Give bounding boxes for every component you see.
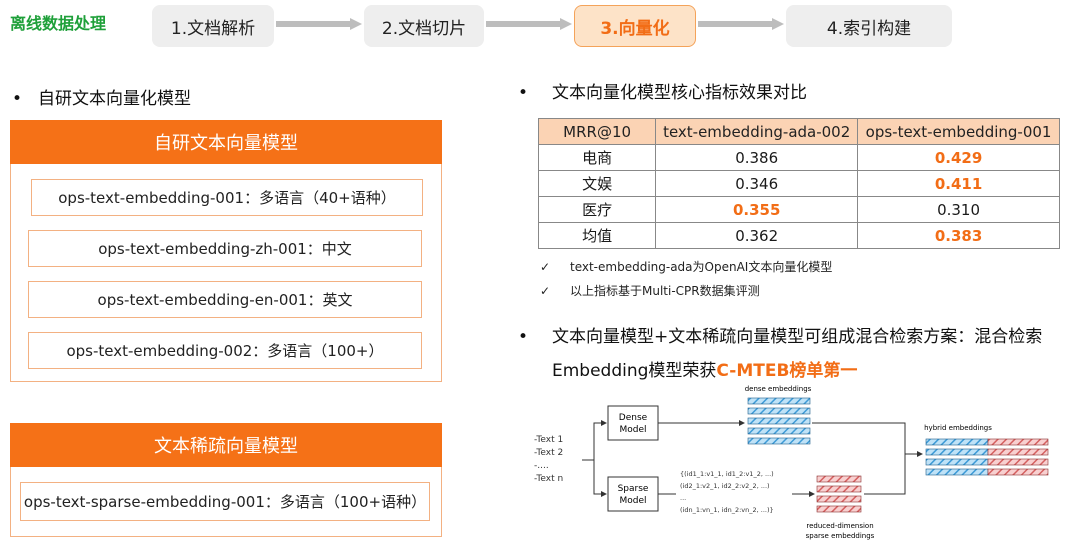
right-bullet-metrics: • 文本向量化模型核心指标效果对比 (518, 78, 807, 103)
sparse-model-box (607, 476, 659, 512)
col-header: ops-text-embedding-001 (857, 118, 1060, 145)
check-icon: ✓ (540, 260, 551, 274)
note-item: ✓text-embedding-ada为OpenAI文本向量化模型 (540, 260, 833, 274)
left-bullet-text: 自研文本向量化模型 (38, 89, 191, 109)
hybrid-embeddings-label: hybrid embeddings (924, 424, 992, 432)
step-doc-slice[interactable]: 2.文档切片 (364, 5, 484, 47)
hybrid-embedding-diagram: -Text 1 -Text 2 -.... -Text n Dense Mode… (534, 385, 1049, 540)
step-label: 4.索引构建 (826, 18, 912, 39)
sparse-tuple-text: {(id1_1:v1_1, id1_2:v1_2, ...) (680, 470, 774, 478)
left-bullet: • 自研文本向量化模型 (12, 84, 191, 109)
col-header: text-embedding-ada-002 (655, 118, 859, 145)
note-item: ✓以上指标基于Multi-CPR数据集评测 (540, 284, 760, 298)
step-vectorize[interactable]: 3.向量化 (574, 5, 696, 47)
cmteb-highlight: C-MTEB榜单第一 (716, 361, 858, 381)
col-header: MRR@10 (537, 118, 657, 145)
ada-value: 0.346 (655, 170, 859, 197)
model-item: ops-text-embedding-en-001：英文 (28, 281, 422, 318)
step-label: 1.文档解析 (170, 18, 256, 39)
row-name: 医疗 (537, 196, 657, 223)
step-label: 3.向量化 (600, 18, 670, 39)
ops-value: 0.429 (857, 144, 1060, 171)
dense-model-box (607, 405, 659, 441)
model-item: ops-text-embedding-001：多语言（40+语种） (31, 179, 423, 216)
sparse-embeddings-label: sparse embeddings (806, 532, 875, 540)
bullet-dot-icon: • (518, 327, 529, 347)
sparse-tuple-text: (id2_1:v2_1, id2_2:v2_2, ...) (680, 482, 770, 490)
model-item: ops-text-sparse-embedding-001：多语言（100+语种… (20, 482, 430, 521)
input-text: -.... (534, 461, 549, 471)
table-row: 均值 0.362 0.383 (537, 222, 1060, 249)
ada-value: 0.386 (655, 144, 859, 171)
metrics-table: MRR@10 text-embedding-ada-002 ops-text-e… (537, 118, 1060, 249)
dense-model-label: Model (619, 425, 646, 435)
dense-model-label: Dense (619, 413, 648, 423)
hybrid-text-line1: 文本向量模型+文本稀疏向量模型可组成混合检索方案：混合检索 (552, 327, 1043, 347)
row-name: 均值 (537, 222, 657, 249)
arrow-right-icon (276, 18, 362, 30)
metrics-heading: 文本向量化模型核心指标效果对比 (552, 83, 807, 103)
arrow-right-icon (698, 18, 784, 30)
sparse-tuple-text: (idn_1:vn_1, idn_2:vn_2, ...)} (680, 506, 774, 514)
hybrid-vectors (925, 438, 1049, 476)
bullet-dot-icon: • (518, 83, 529, 103)
table-row: 文娱 0.346 0.411 (537, 170, 1060, 197)
ada-value: 0.362 (655, 222, 859, 249)
input-text: -Text n (534, 474, 563, 484)
hybrid-text-line2: Embedding模型荣获C-MTEB榜单第一 (552, 361, 858, 381)
sparse-embeddings-label: reduced-dimension (806, 522, 873, 530)
ada-value: 0.355 (655, 196, 859, 223)
dense-embeddings-label: dense embeddings (745, 385, 812, 393)
sparse-tuple-text: ... (680, 494, 686, 502)
dense-vectors (747, 397, 811, 445)
table-header-row: MRR@10 text-embedding-ada-002 ops-text-e… (537, 118, 1060, 145)
ops-value: 0.310 (857, 196, 1060, 223)
step-doc-parse[interactable]: 1.文档解析 (152, 5, 274, 47)
table-row: 电商 0.386 0.429 (537, 144, 1060, 171)
step-index-build[interactable]: 4.索引构建 (786, 5, 952, 47)
row-name: 文娱 (537, 170, 657, 197)
input-text: -Text 2 (534, 448, 563, 458)
model-item: ops-text-embedding-002：多语言（100+） (28, 332, 422, 369)
check-icon: ✓ (540, 284, 551, 298)
sparse-panel-title: 文本稀疏向量模型 (10, 423, 442, 467)
ops-value: 0.411 (857, 170, 1060, 197)
sparse-model-label: Model (619, 496, 646, 506)
input-text: -Text 1 (534, 435, 563, 445)
bullet-dot-icon: • (12, 89, 23, 109)
brand-title: 离线数据处理 (10, 14, 107, 33)
row-name: 电商 (537, 144, 657, 171)
model-item: ops-text-embedding-zh-001：中文 (28, 230, 422, 267)
sparse-vectors (816, 475, 862, 513)
right-bullet-hybrid: • 文本向量模型+文本稀疏向量模型可组成混合检索方案：混合检索 (518, 322, 1042, 347)
ops-value: 0.383 (857, 222, 1060, 249)
arrow-right-icon (486, 18, 572, 30)
sparse-model-label: Sparse (618, 484, 649, 494)
dense-panel-title: 自研文本向量模型 (10, 120, 442, 164)
table-row: 医疗 0.355 0.310 (537, 196, 1060, 223)
step-label: 2.文档切片 (381, 18, 467, 39)
